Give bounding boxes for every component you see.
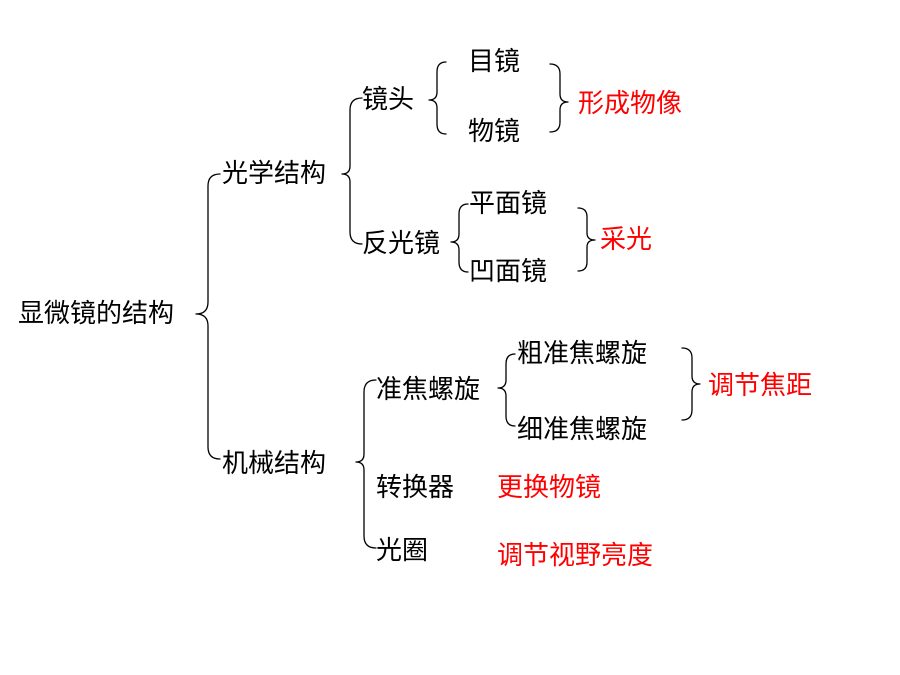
objective-label: 物镜 [468,117,521,147]
optical-structure-label: 光学结构 [222,159,327,189]
fine-focus-label: 细准焦螺旋 [517,415,648,445]
lens-label: 镜头 [362,85,415,115]
diaphragm-label: 光圈 [376,536,429,566]
flat-mirror-label: 平面镜 [469,189,548,219]
focus-knob-label: 准焦螺旋 [376,375,481,405]
mechanical-structure-label: 机械结构 [222,449,327,479]
focus-function-label: 调节焦距 [708,371,813,401]
brace-reflector-function [577,207,596,272]
converter-label: 转换器 [376,473,455,503]
concave-mirror-label: 凹面镜 [469,257,548,287]
brace-optical [341,97,363,245]
coarse-focus-label: 粗准焦螺旋 [517,339,648,369]
root-label: 显微镜的结构 [18,299,175,329]
reflector-label: 反光镜 [362,229,441,259]
eyepiece-label: 目镜 [468,47,521,77]
brace-focus [497,353,516,427]
lens-function-label: 形成物像 [578,89,683,119]
brace-focus-function [681,347,701,421]
brace-lens [428,61,447,135]
reflector-function-label: 采光 [600,225,653,255]
brace-root [195,173,221,460]
diaphragm-function-label: 调节视野亮度 [497,541,654,571]
brace-lens-function [549,63,569,133]
brace-mechanical [355,379,377,549]
brace-reflector [450,203,469,273]
converter-function-label: 更换物镜 [497,473,602,503]
